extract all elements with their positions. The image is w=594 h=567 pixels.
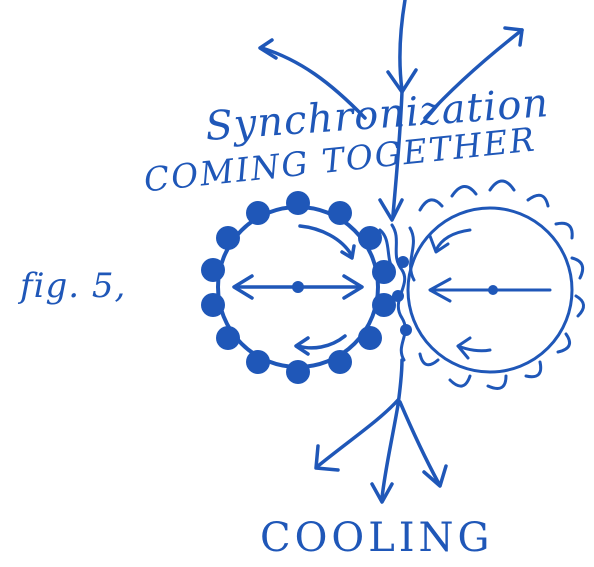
cooling-arrow-left-head — [314, 444, 340, 472]
cooling-arrow-center-head — [370, 482, 394, 504]
incoming-stream — [391, 90, 404, 217]
cooling-label: COOLING — [260, 515, 494, 561]
contact-zone — [378, 223, 416, 362]
cooling-arrow-center — [380, 403, 400, 500]
cooling-arrow-left — [316, 398, 400, 468]
incoming-stream-head — [378, 198, 404, 222]
incoming-arrow-left-head — [258, 38, 278, 60]
outflow-trunk — [396, 358, 404, 407]
incoming-arrow-right — [423, 28, 524, 120]
left-gear — [201, 191, 396, 384]
incoming-arrow-right-head — [503, 26, 524, 47]
cooling-arrow-right — [398, 400, 440, 484]
cooling-arrow-right-head — [422, 464, 448, 488]
figure-label: fig. 5, — [20, 266, 127, 306]
right-gear — [406, 179, 585, 390]
incoming-arrow-left — [260, 46, 367, 120]
incoming-arrow-center — [398, 0, 407, 92]
